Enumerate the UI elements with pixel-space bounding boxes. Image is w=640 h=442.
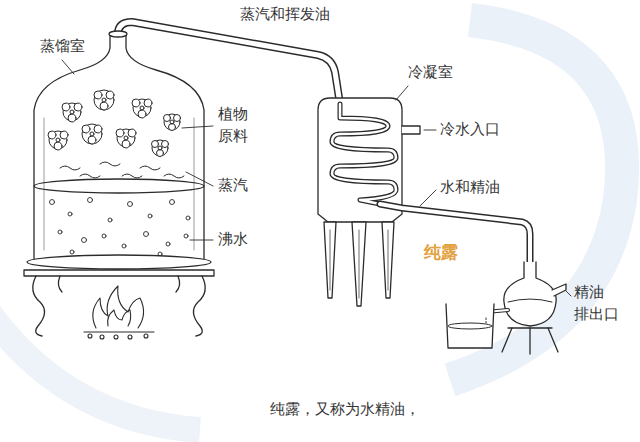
leader-line	[186, 172, 213, 186]
steam-waves	[60, 162, 184, 178]
part-label: 冷水入口	[440, 119, 500, 141]
plant-material	[48, 90, 181, 157]
part-label: 精油 排出口	[574, 282, 624, 326]
distillation-flask	[34, 34, 204, 262]
condenser-coil-inner	[332, 104, 396, 204]
leg-line	[330, 230, 388, 298]
stand-ornament	[176, 276, 180, 292]
stand-ornament	[58, 276, 62, 292]
glass-highlight	[194, 118, 195, 250]
boiling-bubbles	[50, 198, 191, 257]
part-label: 蒸汽	[218, 175, 248, 197]
leader-line	[190, 240, 213, 241]
leader-line	[424, 130, 436, 131]
part-label: 水和精油	[440, 177, 500, 199]
leader-line	[396, 86, 408, 100]
leader-line	[62, 60, 74, 74]
oil-outlet-spout	[552, 284, 566, 296]
cold-water-inlet	[402, 126, 420, 134]
fire	[84, 286, 154, 339]
flask-mouth	[109, 31, 127, 37]
part-label: 冷凝室	[408, 62, 453, 84]
leader-line	[182, 126, 213, 128]
hydrosol-level	[448, 323, 492, 329]
caption: 纯露，又称为水精油，	[270, 400, 420, 419]
separator-stand-leg	[502, 328, 558, 354]
drip	[486, 318, 487, 324]
condenser-coil	[332, 104, 396, 204]
oil-layer	[508, 299, 552, 302]
outlet-pipe	[380, 204, 530, 268]
stand-leg	[193, 276, 205, 336]
part-label: 沸水	[218, 229, 248, 251]
leader-line	[420, 190, 436, 206]
water-surface	[34, 179, 204, 193]
glass-highlight	[44, 118, 45, 250]
stand-leg	[33, 276, 45, 336]
leader-lines	[62, 60, 571, 296]
flask-base	[27, 255, 211, 269]
separator-flask	[504, 262, 556, 326]
outlet-pipe-inner	[380, 204, 530, 268]
stand-plate	[24, 270, 214, 276]
product-label: 纯露	[424, 240, 458, 265]
leader-line	[566, 291, 571, 296]
part-label: 植物 原料	[218, 104, 253, 148]
watermark-curve	[0, 300, 200, 430]
hydrosol-beaker	[446, 304, 494, 348]
part-label: 蒸汽和挥发油	[240, 4, 330, 26]
part-label: 蒸馏室	[40, 36, 85, 58]
